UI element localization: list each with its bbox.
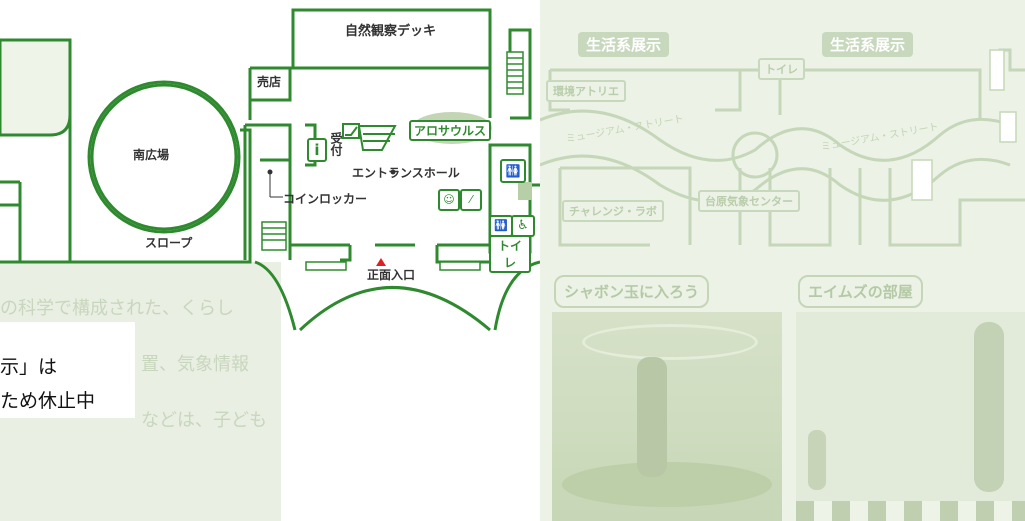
weather-center-label: 台原気象センター [698, 190, 800, 212]
life-exhibit-tag-left: 生活系展示 [578, 32, 670, 57]
shop-label[interactable]: 売店 [257, 75, 282, 89]
escalator-icon [342, 123, 397, 151]
coin-locker-label[interactable]: コインロッカー [283, 192, 368, 206]
floor-map [0, 8, 540, 332]
upper-floor-preview: 生活系展示 生活系展示 環境アトリエ トイレ ミュージアム・ストリート ミュージ… [540, 0, 1025, 521]
allosaurus-exhibit-label[interactable]: アロサウルス [409, 120, 492, 141]
life-exhibit-tag-right: 生活系展示 [822, 32, 914, 57]
you-are-here-icon [376, 258, 386, 266]
description-line-2: 置、気象情報 [141, 354, 249, 375]
reception-label[interactable]: 受付 [329, 132, 343, 156]
baby-care-icon[interactable]: ☺ [438, 189, 460, 211]
closure-notice: 示」は ため休止中 [0, 322, 135, 418]
description-line-1: の科学で構成された、くらし [0, 298, 234, 319]
info-icon[interactable]: i [307, 138, 327, 162]
deck-outline [291, 8, 492, 68]
description-line-3: などは、子ども [141, 410, 267, 431]
upper-toilet-label: トイレ [758, 58, 805, 80]
wheelchair-icon[interactable]: ♿ [511, 215, 535, 237]
slope-label: スロープ [145, 236, 193, 250]
main-entrance-label[interactable]: 正面入口 [367, 268, 416, 282]
entrance-hall-label[interactable]: エントランスホール [352, 166, 460, 180]
challenge-lab-label: チャレンジ・ラボ [562, 200, 664, 222]
outline-left-bottom [0, 128, 252, 264]
notice-line-2: ため休止中 [0, 390, 96, 412]
stairs-icon [261, 51, 524, 271]
bubble-photo [552, 312, 782, 521]
notice-line-1: 示」は [0, 356, 58, 378]
restroom-icon[interactable]: 🚻 [489, 215, 513, 237]
bubble-exhibit-label: シャボン玉に入ろう [554, 275, 710, 308]
nursing-bottle-icon[interactable]: ⁄ [460, 189, 482, 211]
south-plaza-label[interactable]: 南広場 [133, 148, 170, 162]
restroom-men-women-icon[interactable]: 🚻 [500, 159, 526, 183]
nature-deck-label[interactable]: 自然観察デッキ [345, 24, 437, 39]
env-atelier-label: 環境アトリエ [546, 80, 626, 102]
toilet-label[interactable]: トイレ [489, 235, 531, 273]
aimes-room-photo [796, 312, 1025, 521]
aimes-room-label: エイムズの部屋 [798, 275, 923, 308]
